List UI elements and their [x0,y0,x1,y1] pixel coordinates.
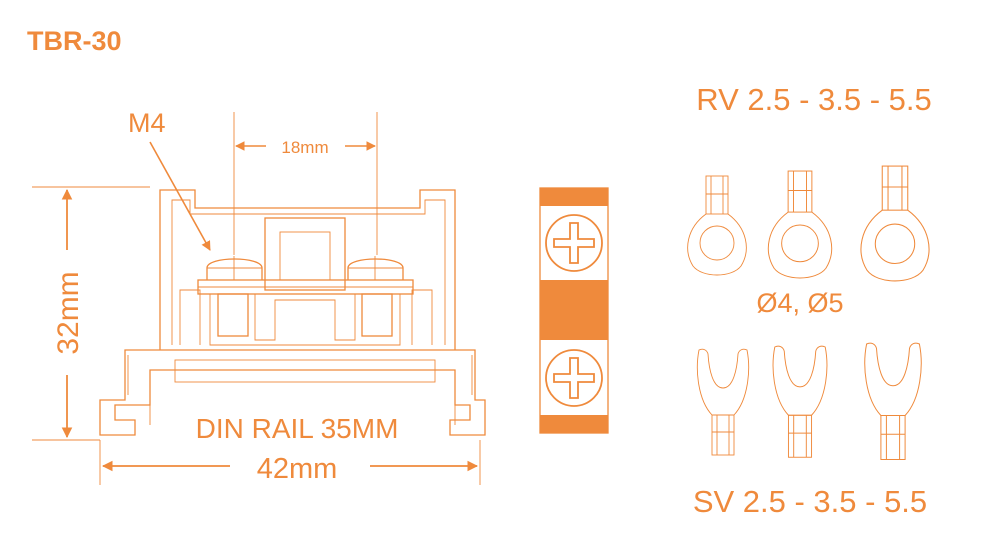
width-label: 42mm [257,453,338,485]
ring-terminal-icon [860,165,930,282]
fork-terminal-icon [772,345,828,458]
screw-leader-line [149,141,211,251]
pitch-label: 18mm [281,138,328,157]
ring-hole-sizes: Ø4, Ø5 [756,288,843,318]
screw-label: M4 [128,108,166,138]
fork-terminal-icon [864,342,922,460]
din-rail-label: DIN RAIL 35MM [196,413,399,444]
pitch-dimension [233,112,378,255]
screw-head-icon [545,214,603,272]
ring-terminal-title: RV 2.5 - 3.5 - 5.5 [696,82,932,117]
terminal-block-top-view [539,187,609,434]
ring-terminal-icon [767,170,833,279]
height-dimension [32,186,150,441]
height-label: 32mm [52,271,85,354]
screw-head-icon [545,349,603,407]
terminal-block-side-view [99,189,486,436]
ring-terminal-icon [687,175,747,276]
width-dimension [99,440,481,485]
product-title: TBR-30 [27,26,122,56]
fork-terminal-icon [696,348,750,456]
fork-terminal-title: SV 2.5 - 3.5 - 5.5 [693,484,927,519]
